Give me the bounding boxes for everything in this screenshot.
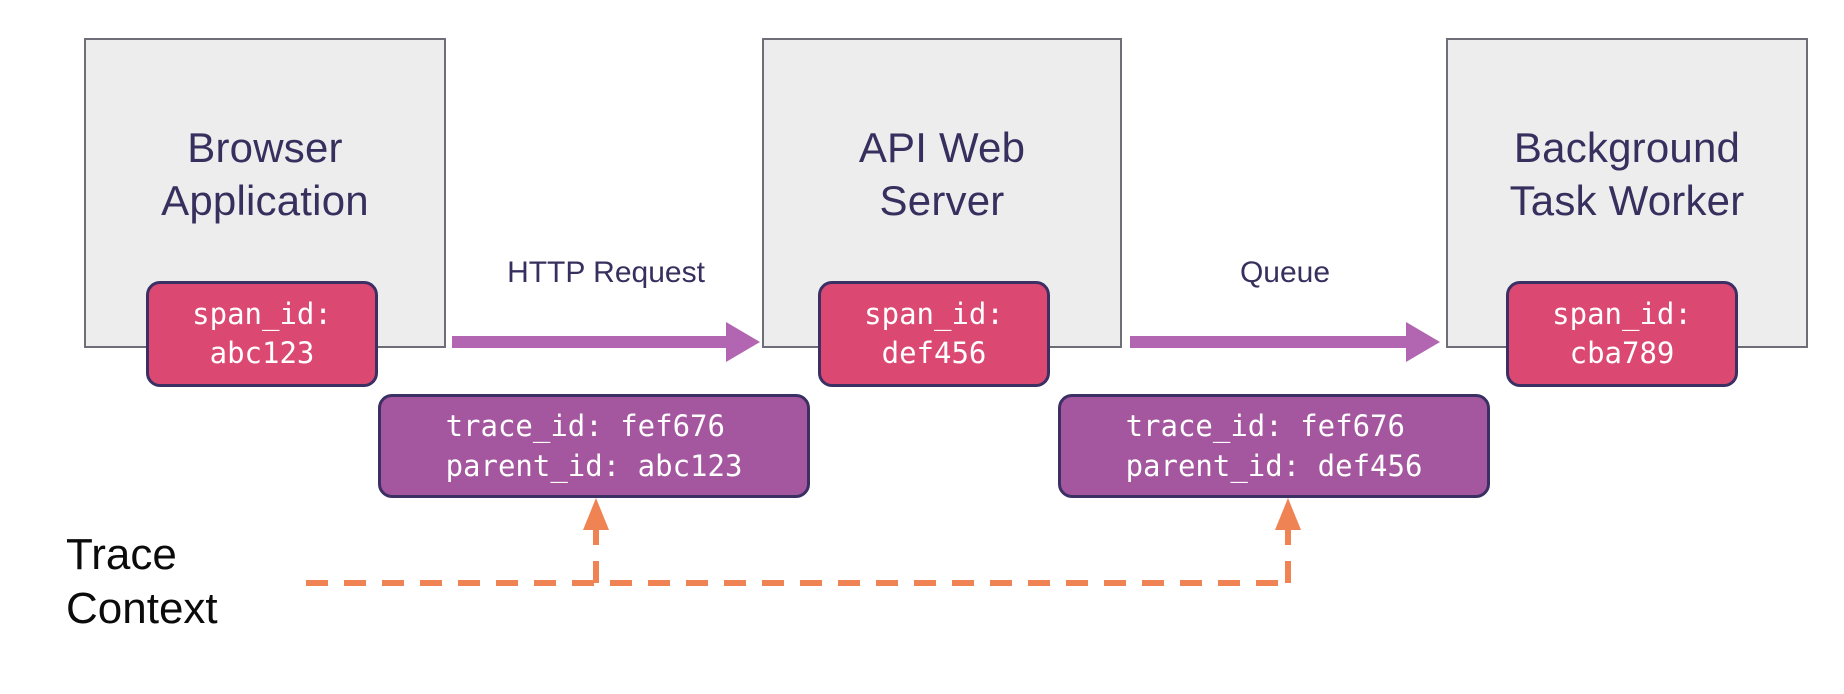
span-badge-browser[interactable]: span_id: abc123 [146, 281, 378, 387]
flow-arrow-shaft [1130, 336, 1406, 348]
flow-arrow-http-request [452, 322, 760, 362]
flow-arrow-head [1406, 322, 1440, 362]
context-box-http-request[interactable]: trace_id: fef676 parent_id: abc123 [378, 394, 810, 498]
flow-label-queue: Queue [1239, 256, 1331, 289]
connector-arrowhead-queue [1275, 498, 1301, 530]
flow-arrow-shaft [452, 336, 726, 348]
flow-arrow-head [726, 322, 760, 362]
span-badge-worker[interactable]: span_id: cba789 [1506, 281, 1738, 387]
service-title-api: API Web Server [858, 124, 1026, 224]
service-title-worker: Background Task Worker [1509, 124, 1745, 224]
connector-arrowhead-http [583, 498, 609, 530]
service-title-browser: Browser Application [161, 124, 369, 224]
flow-arrow-queue [1130, 322, 1440, 362]
flow-label-http-request: HTTP Request [507, 256, 705, 289]
context-box-queue[interactable]: trace_id: fef676 parent_id: def456 [1058, 394, 1490, 498]
span-badge-api[interactable]: span_id: def456 [818, 281, 1050, 387]
trace-context-caption: Trace Context [66, 530, 218, 633]
